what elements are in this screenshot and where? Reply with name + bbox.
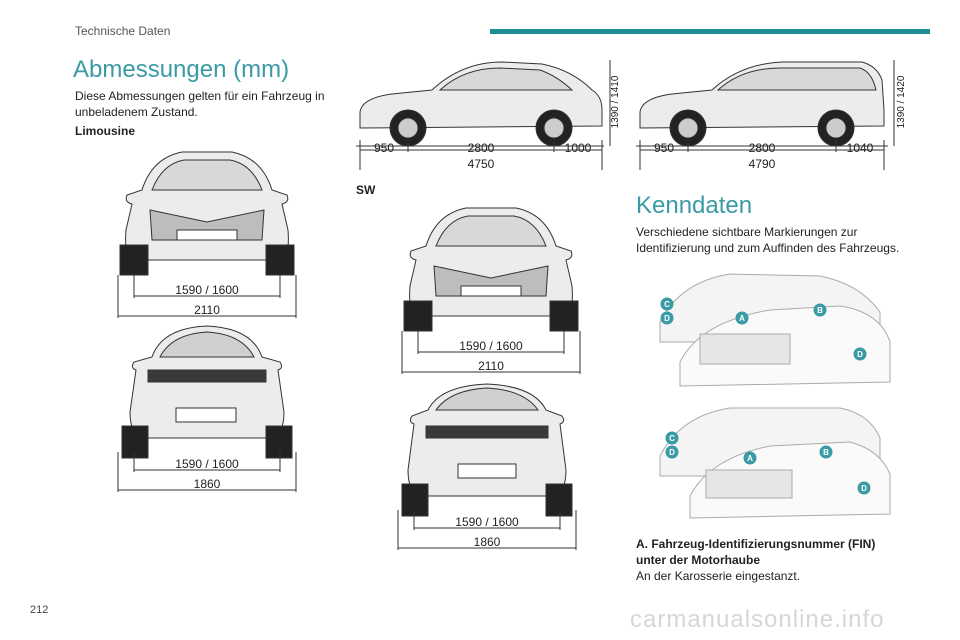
sw-rear-width: 1860 [474, 535, 501, 549]
sw-side-length: 4790 [749, 157, 776, 171]
dimensions-title: Abmessungen (mm) [73, 56, 290, 83]
section-header: Technische Daten [75, 24, 171, 38]
sw-label: SW [356, 183, 376, 197]
marker-d: D [664, 314, 670, 323]
lim-side-front: 950 [374, 141, 394, 155]
marker-a: A [739, 314, 745, 323]
lim-front-width: 2110 [194, 303, 220, 317]
sw-side-view: 950 2800 1040 4790 1390 / 1420 [636, 60, 907, 171]
lim-side-rear: 1000 [565, 141, 592, 155]
sw-front-track: 1590 / 1600 [459, 339, 523, 353]
lim-side-length: 4750 [468, 157, 495, 171]
marker-c: C [664, 300, 670, 309]
identification-title: Kenndaten [636, 192, 753, 219]
marker-d: D [861, 484, 867, 493]
sw-side-height: 1390 / 1420 [896, 75, 907, 128]
limousine-side-view: 950 2800 1000 4750 1390 / 1410 [356, 60, 620, 171]
sw-side-wheelbase: 2800 [749, 141, 776, 155]
marker-a: A [747, 454, 753, 463]
limousine-id-illustration: C D A B D [659, 273, 891, 387]
lim-rear-track: 1590 / 1600 [175, 457, 239, 471]
page-number: 212 [30, 604, 49, 616]
identification-intro: Verschiedene sichtbare Markierungen zur … [636, 225, 900, 255]
limousine-rear-view: 1590 / 1600 1860 [117, 325, 297, 492]
lim-front-track: 1590 / 1600 [175, 283, 239, 297]
item-a-text: An der Karosserie eingestanzt. [636, 569, 801, 583]
watermark: carmanualsonline.info [630, 606, 885, 633]
sw-side-front: 950 [654, 141, 674, 155]
dimensions-intro: Diese Abmessungen gelten für ein Fahrzeu… [75, 89, 325, 119]
sw-side-rear: 1040 [847, 141, 874, 155]
sw-rear-view: 1590 / 1600 1860 [397, 383, 577, 550]
lim-side-height: 1390 / 1410 [610, 75, 620, 128]
marker-d: D [669, 448, 675, 457]
sw-front-view: 1590 / 1600 2110 [401, 207, 581, 374]
header-accent-bar [490, 29, 930, 34]
marker-b: B [817, 306, 823, 315]
marker-c: C [669, 434, 675, 443]
lim-side-wheelbase: 2800 [468, 141, 495, 155]
item-a-title: A. Fahrzeug-Identifizierungsnummer (FIN)… [636, 537, 876, 567]
sw-front-width: 2110 [478, 359, 504, 373]
marker-b: B [823, 448, 829, 457]
lim-rear-width: 1860 [194, 477, 221, 491]
limousine-front-view: 1590 / 1600 2110 [117, 151, 297, 318]
marker-d: D [857, 350, 863, 359]
sw-id-illustration: C D A B D [659, 407, 891, 519]
sw-rear-track: 1590 / 1600 [455, 515, 519, 529]
limousine-label: Limousine [75, 124, 136, 138]
